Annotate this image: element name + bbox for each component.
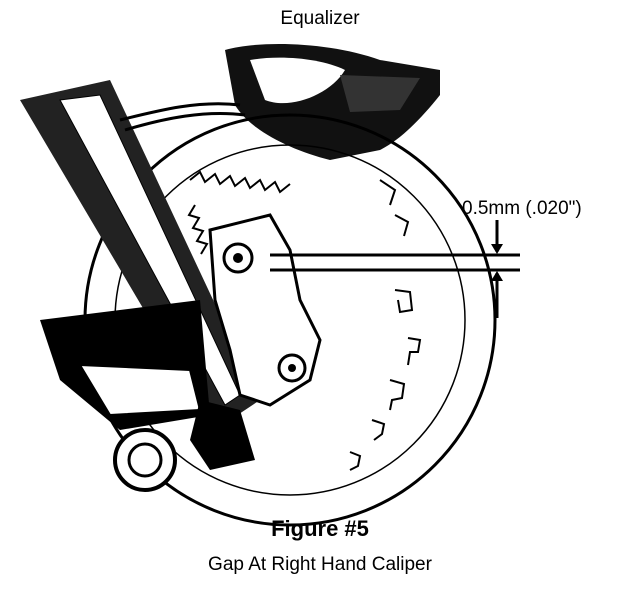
figure-caption: Gap At Right Hand Caliper <box>208 554 432 575</box>
top-caption: Equalizer <box>280 8 360 29</box>
rotor-markings <box>349 179 422 471</box>
caliper-spring <box>187 170 291 255</box>
gap-measurement-label: 0.5mm (.020") <box>462 198 582 219</box>
gap-indicator <box>270 220 520 318</box>
figure-title: Figure #5 <box>271 516 369 541</box>
cable-lines <box>119 102 246 132</box>
gap-arrow-down <box>491 244 503 254</box>
gap-arrow-up <box>491 271 503 281</box>
